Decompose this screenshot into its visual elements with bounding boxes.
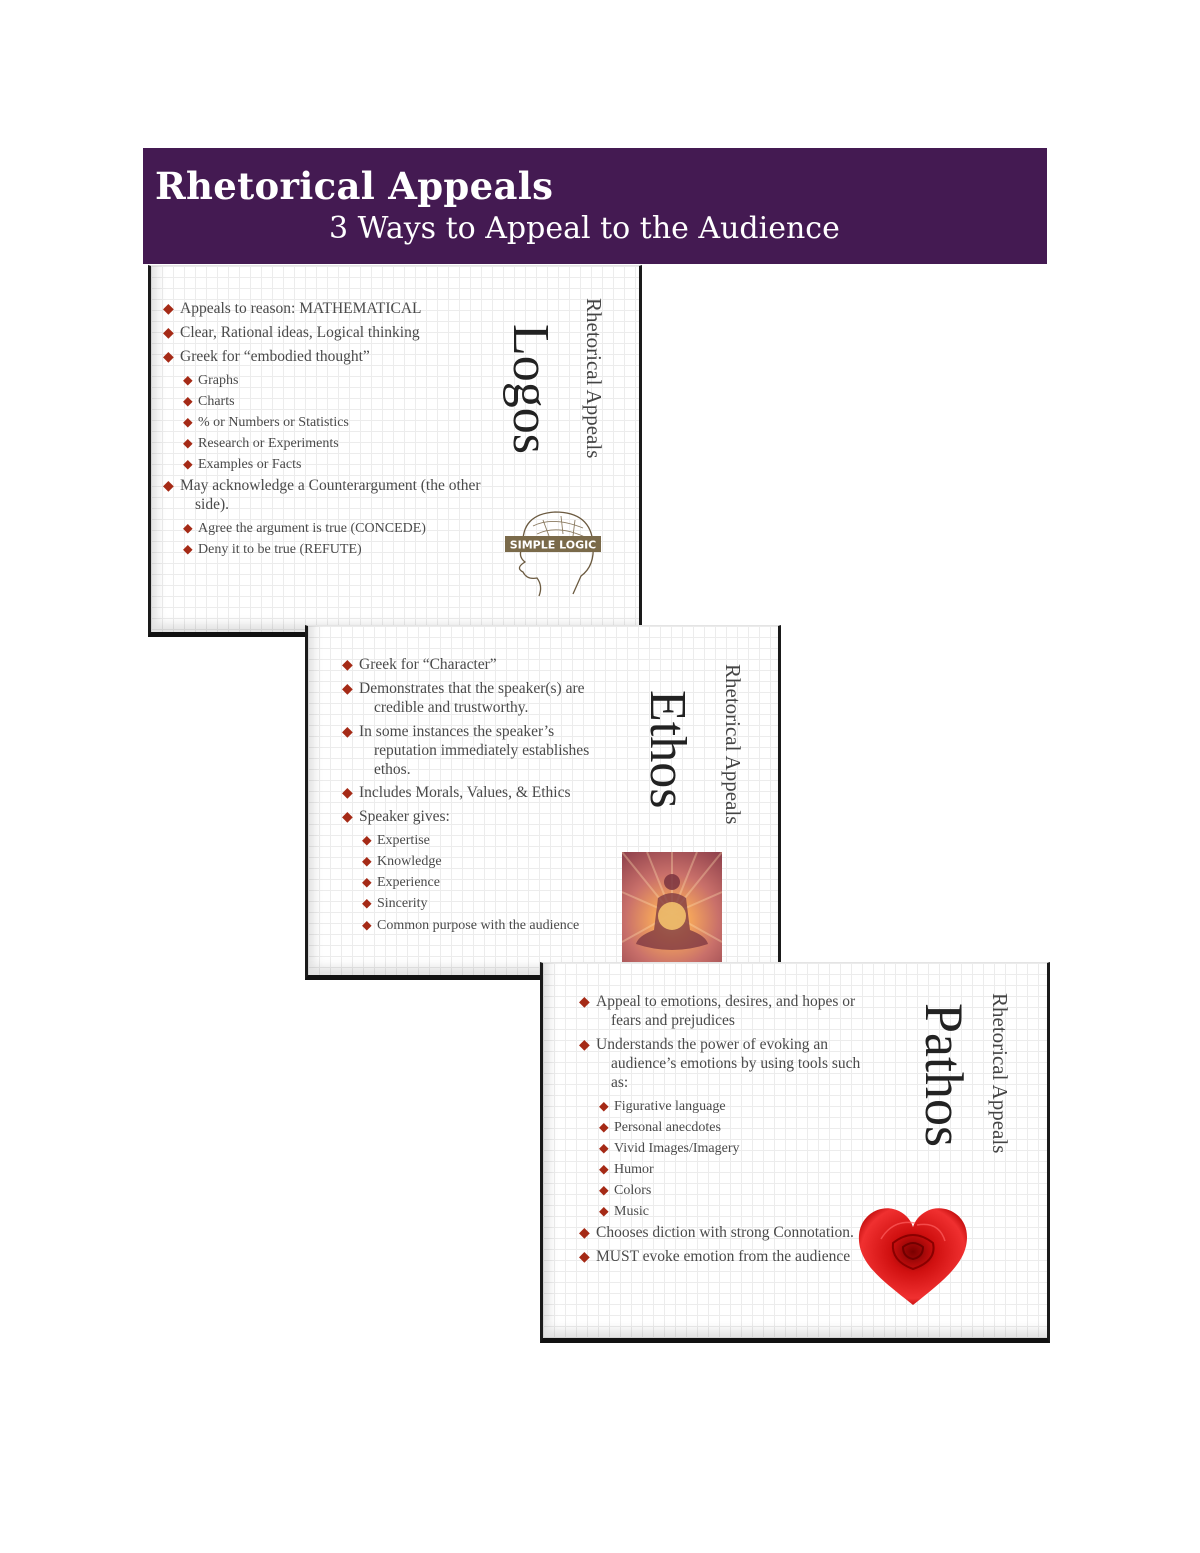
- page-title: Rhetorical Appeals: [155, 164, 554, 208]
- list-item: ◆Colors: [599, 1182, 652, 1198]
- list-item: ◆Charts: [183, 393, 235, 409]
- logos-bullet-list: ◆Appeals to reason: MATHEMATICAL ◆Clear,…: [163, 300, 499, 562]
- list-item: ◆Deny it to be true (REFUTE): [183, 542, 362, 557]
- list-item: ◆Demonstrates that the speaker(s) are cr…: [342, 679, 585, 716]
- svg-text:SIMPLE LOGIC: SIMPLE LOGIC: [510, 539, 597, 552]
- header-banner: Rhetorical Appeals 3 Ways to Appeal to t…: [143, 148, 1047, 264]
- list-item: ◆Vivid Images/Imagery: [599, 1140, 740, 1156]
- meditating-figure-image: [622, 852, 722, 966]
- list-item: ◆In some instances the speaker’s reputat…: [342, 722, 590, 778]
- list-item: ◆Research or Experiments: [183, 435, 339, 451]
- list-item: ◆Knowledge: [362, 854, 442, 870]
- list-item: ◆Includes Morals, Values, & Ethics: [342, 784, 571, 802]
- logos-title: Logos: [502, 324, 559, 454]
- ethos-section-label: Rhetorical Appeals: [721, 664, 745, 825]
- list-item: ◆Figurative language: [599, 1098, 726, 1114]
- list-item: ◆Speaker gives:: [342, 808, 450, 826]
- ethos-title: Ethos: [639, 690, 696, 809]
- ethos-slide: ◆Greek for “Character” ◆Demonstrates tha…: [305, 625, 781, 980]
- pathos-title: Pathos: [914, 1003, 974, 1148]
- list-item: ◆Understands the power of evoking an aud…: [579, 1035, 861, 1091]
- list-item: ◆Music: [599, 1203, 649, 1219]
- list-item: ◆Greek for “Character”: [342, 656, 497, 673]
- pathos-slide: ◆Appeal to emotions, desires, and hopes …: [540, 962, 1050, 1343]
- list-item: ◆Personal anecdotes: [599, 1119, 721, 1135]
- list-item: ◆% or Numbers or Statistics: [183, 414, 349, 430]
- list-item: ◆Appeals to reason: MATHEMATICAL: [163, 300, 422, 317]
- list-item: ◆Greek for “embodied thought”: [163, 347, 370, 365]
- pathos-section-label: Rhetorical Appeals: [988, 993, 1012, 1154]
- page-subtitle: 3 Ways to Appeal to the Audience: [329, 211, 840, 246]
- list-item: ◆MUST evoke emotion from the audience: [579, 1247, 851, 1265]
- list-item: ◆May acknowledge a Counterargument (the …: [163, 477, 481, 514]
- list-item: ◆Examples or Facts: [183, 457, 302, 473]
- simple-logic-head-image: SIMPLE LOGIC: [505, 511, 601, 597]
- list-item: ◆Graphs: [183, 372, 239, 388]
- ethos-bullet-list: ◆Greek for “Character” ◆Demonstrates tha…: [342, 656, 618, 938]
- logos-slide: ◆Appeals to reason: MATHEMATICAL ◆Clear,…: [148, 265, 642, 637]
- heart-rose-image: [858, 1208, 967, 1305]
- list-item: ◆Appeal to emotions, desires, and hopes …: [579, 993, 856, 1029]
- list-item: ◆Experience: [362, 875, 440, 891]
- pathos-bullet-list: ◆Appeal to emotions, desires, and hopes …: [579, 993, 865, 1272]
- list-item: ◆Chooses diction with strong Connotation…: [579, 1224, 854, 1241]
- list-item: ◆Expertise: [362, 833, 430, 849]
- list-item: ◆Humor: [599, 1161, 654, 1177]
- list-item: ◆Clear, Rational ideas, Logical thinking: [163, 323, 420, 341]
- list-item: ◆Sincerity: [362, 896, 428, 912]
- list-item: ◆Agree the argument is true (CONCEDE): [183, 520, 426, 536]
- list-item: ◆Common purpose with the audience: [362, 917, 580, 933]
- logos-section-label: Rhetorical Appeals: [582, 298, 606, 459]
